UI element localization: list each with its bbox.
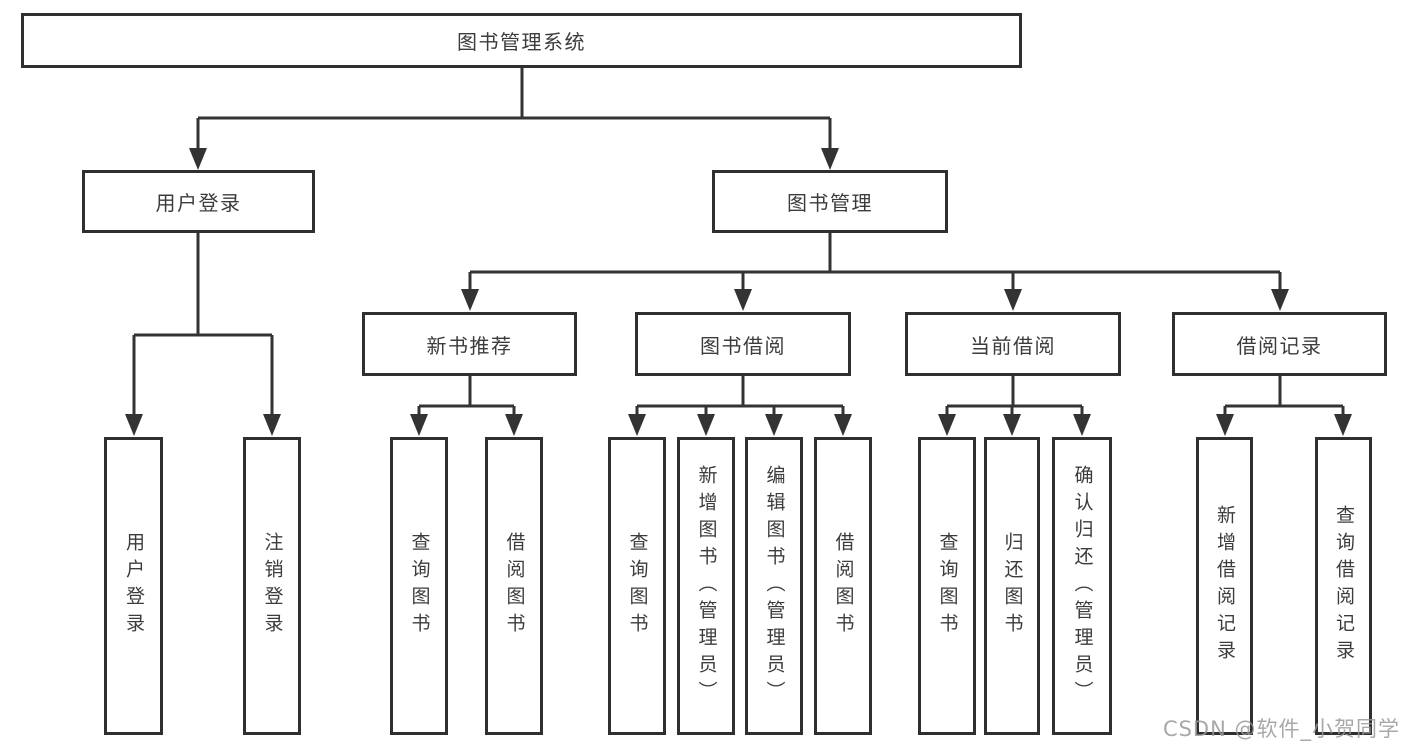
node-book-management: 图书管理 bbox=[712, 170, 948, 233]
leaf-query-borrow-record: 查询借阅记录 bbox=[1315, 437, 1372, 735]
leaf-query-books-current-label: 查询图书 bbox=[936, 532, 959, 640]
node-book-borrowing: 图书借阅 bbox=[635, 312, 851, 376]
node-user-login-label: 用户登录 bbox=[155, 191, 242, 215]
leaf-add-book-admin: 新增图书（管理员） bbox=[677, 437, 735, 735]
node-current-borrowing-label: 当前借阅 bbox=[970, 333, 1056, 358]
leaf-user-login: 用户登录 bbox=[104, 437, 163, 735]
node-borrowing-records: 借阅记录 bbox=[1172, 312, 1387, 376]
leaf-borrow-books-borrowing-label: 借阅图书 bbox=[832, 532, 855, 640]
node-book-borrowing-label: 图书借阅 bbox=[700, 333, 786, 358]
leaf-borrow-books-recommend-label: 借阅图书 bbox=[503, 532, 526, 640]
leaf-query-books-recommend: 查询图书 bbox=[390, 437, 448, 735]
leaf-logout: 注销登录 bbox=[243, 437, 301, 735]
leaf-edit-book-admin-label: 编辑图书（管理员） bbox=[763, 464, 786, 708]
node-new-book-recommend: 新书推荐 bbox=[362, 312, 577, 376]
leaf-add-borrow-record: 新增借阅记录 bbox=[1196, 437, 1253, 735]
leaf-borrow-books-borrowing: 借阅图书 bbox=[814, 437, 872, 735]
node-library-system: 图书管理系统 bbox=[21, 13, 1022, 68]
arrowheads bbox=[125, 148, 1352, 436]
leaf-confirm-return-admin: 确认归还（管理员） bbox=[1052, 437, 1112, 735]
node-library-system-label: 图书管理系统 bbox=[457, 30, 586, 54]
leaf-edit-book-admin: 编辑图书（管理员） bbox=[745, 437, 803, 735]
leaf-return-books-label: 归还图书 bbox=[1001, 532, 1024, 640]
leaf-query-books-borrowing-label: 查询图书 bbox=[626, 532, 649, 640]
leaf-query-books-borrowing: 查询图书 bbox=[608, 437, 666, 735]
leaf-query-books-recommend-label: 查询图书 bbox=[408, 532, 431, 640]
leaf-borrow-books-recommend: 借阅图书 bbox=[485, 437, 543, 735]
node-new-book-recommend-label: 新书推荐 bbox=[426, 333, 513, 358]
node-book-management-label: 图书管理 bbox=[787, 191, 873, 215]
leaf-confirm-return-admin-label: 确认归还（管理员） bbox=[1071, 464, 1094, 708]
leaf-return-books: 归还图书 bbox=[984, 437, 1040, 735]
leaf-add-borrow-record-label: 新增借阅记录 bbox=[1214, 505, 1236, 667]
leaf-logout-label: 注销登录 bbox=[261, 532, 284, 640]
node-current-borrowing: 当前借阅 bbox=[905, 312, 1121, 376]
node-user-login: 用户登录 bbox=[82, 170, 315, 233]
csdn-watermark: CSDN @软件_小贺同学 bbox=[1162, 717, 1400, 741]
leaf-user-login-label: 用户登录 bbox=[123, 532, 145, 640]
node-borrowing-records-label: 借阅记录 bbox=[1236, 333, 1323, 358]
leaf-query-borrow-record-label: 查询借阅记录 bbox=[1333, 505, 1355, 667]
leaf-add-book-admin-label: 新增图书（管理员） bbox=[695, 464, 718, 708]
leaf-query-books-current: 查询图书 bbox=[918, 437, 976, 735]
